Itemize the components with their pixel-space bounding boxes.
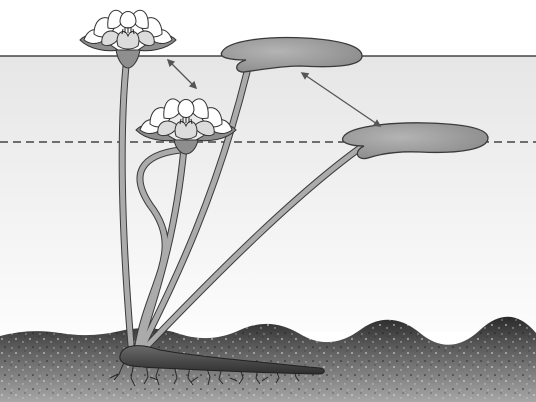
water-body xyxy=(0,56,536,332)
